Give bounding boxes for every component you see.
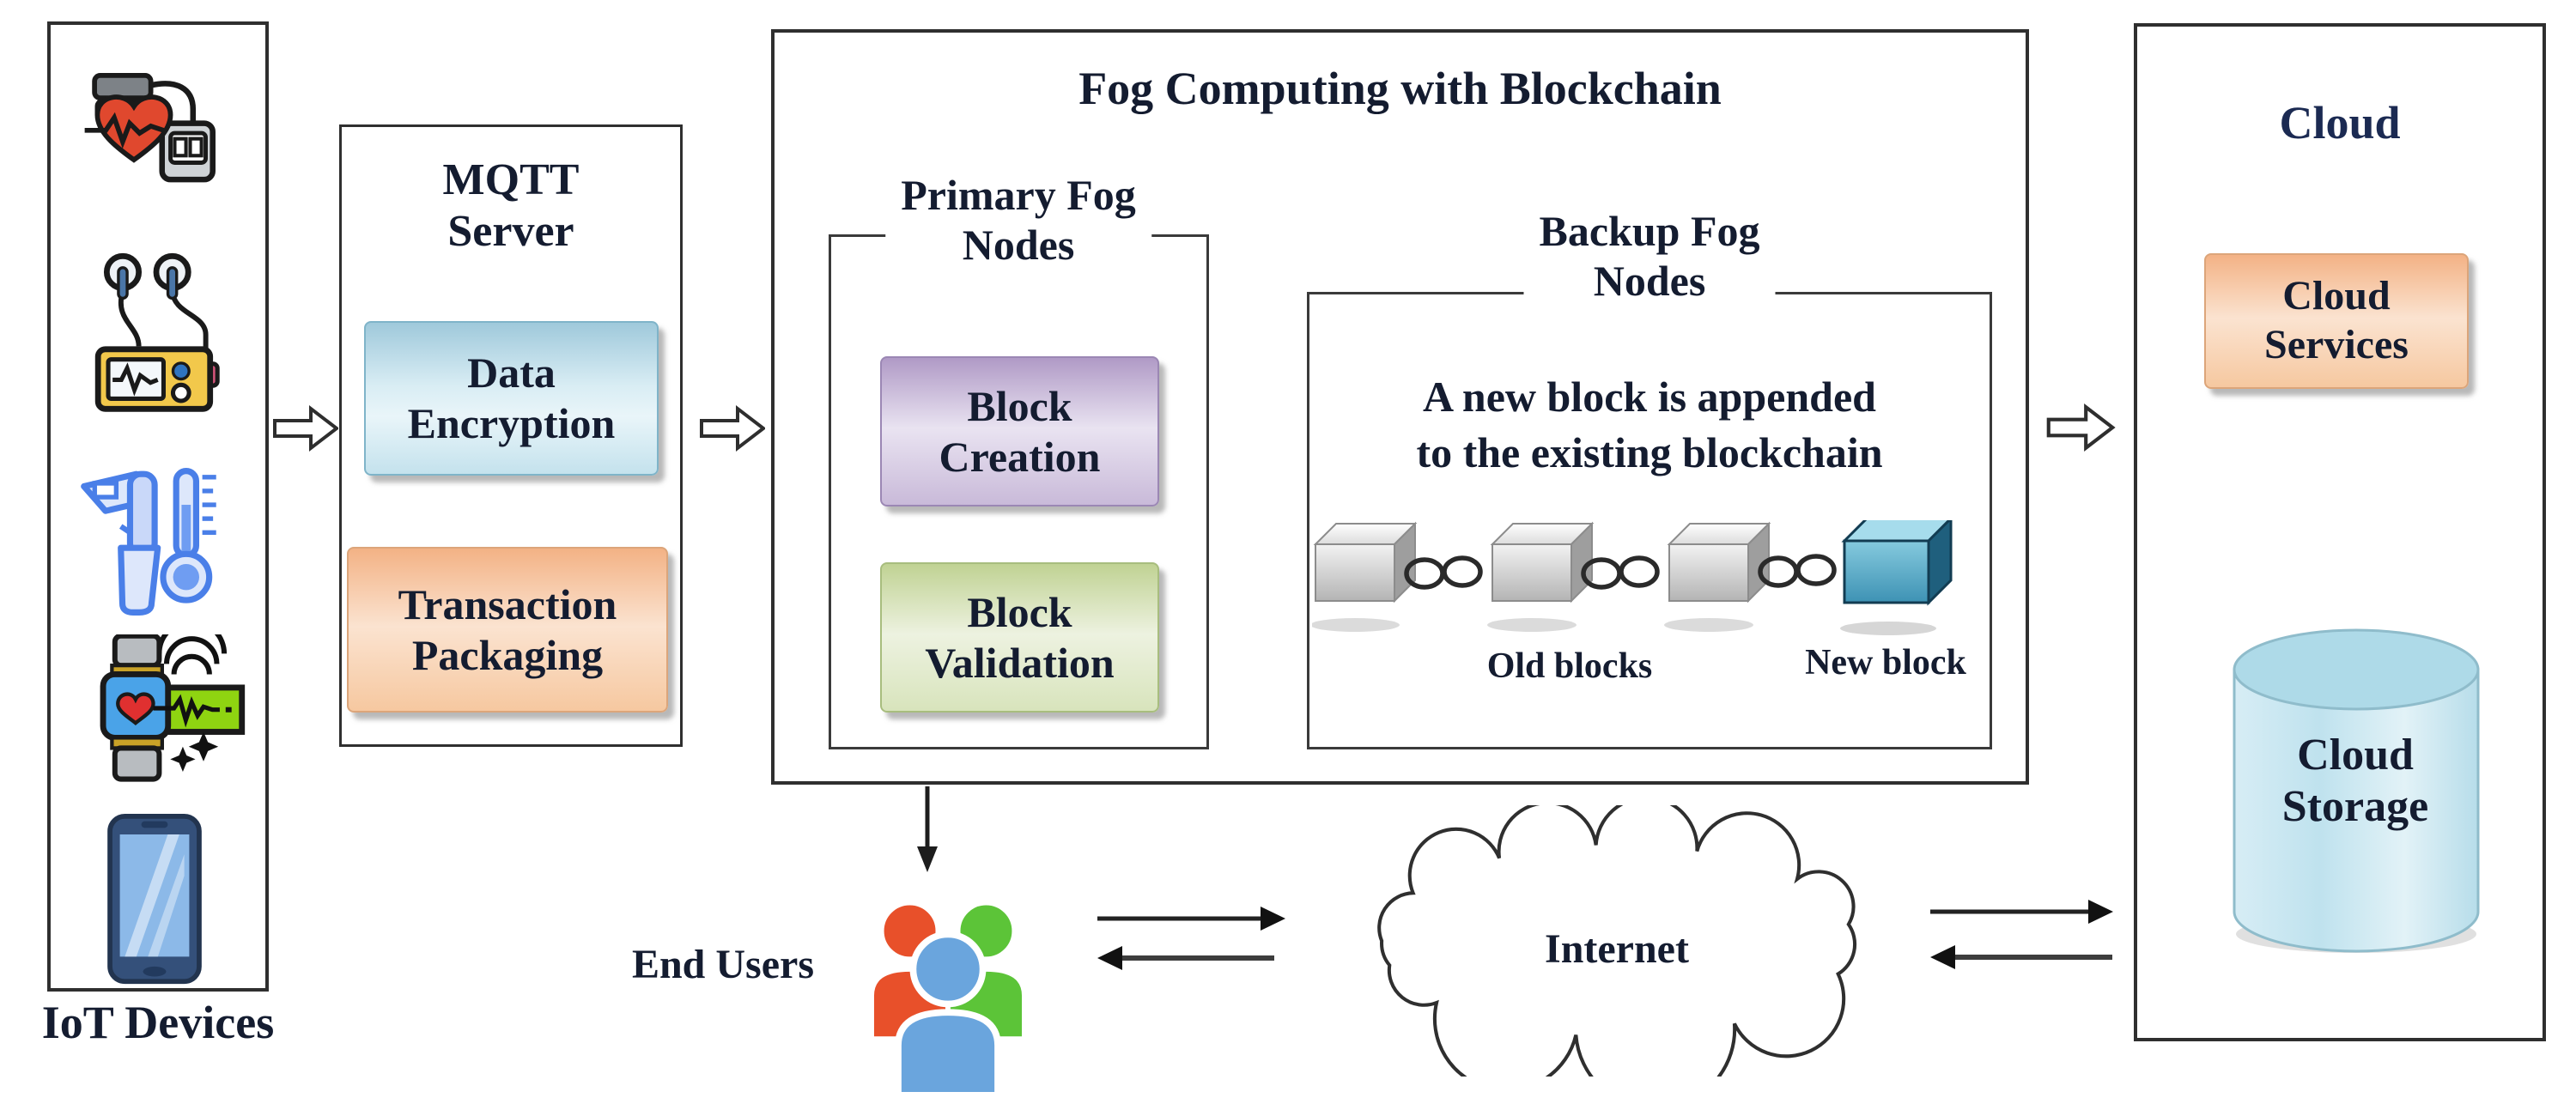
data-encryption-box: Data Encryption: [364, 321, 659, 476]
arrow-fog-to-users: [917, 786, 938, 872]
old-block-cube: [1664, 521, 1771, 632]
iot-devices-panel: [47, 21, 269, 992]
old-block-cube: [1487, 521, 1595, 632]
arrow-users-to-internet: [1097, 907, 1285, 931]
smartphone-icon: [107, 813, 202, 985]
arrow-cloud-to-internet: [1930, 945, 2112, 969]
portable-ecg-earbuds-icon: [94, 252, 220, 412]
end-users-icon: [869, 900, 1027, 1099]
primary-fog-nodes-title: Primary Fog Nodes: [885, 170, 1151, 270]
new-block-cube: [1840, 520, 1953, 635]
old-block-cube: [1312, 521, 1418, 632]
heart-rate-monitor-icon: [84, 73, 216, 183]
new-block-note: A new block is appended to the existing …: [1416, 373, 1883, 476]
fog-computing-title: Fog Computing with Blockchain: [1078, 63, 1722, 114]
block-validation-box: Block Validation: [880, 562, 1159, 713]
arrow-iot-to-mqtt: [273, 404, 338, 452]
transaction-packaging-box: Transaction Packaging: [347, 547, 668, 713]
arrow-fog-to-cloud: [2046, 403, 2116, 452]
iot-devices-label: IoT Devices: [41, 997, 275, 1048]
cloud-title: Cloud: [2279, 97, 2401, 149]
mqtt-server-title: MQTT Server: [442, 155, 580, 256]
arrow-internet-to-users: [1097, 946, 1274, 970]
backup-fog-nodes-group: [1307, 292, 1992, 749]
cloud-storage-cylinder: [2233, 628, 2480, 953]
arrow-internet-to-cloud: [1930, 900, 2113, 924]
backup-fog-nodes-title: Backup Fog Nodes: [1523, 206, 1776, 306]
old-blocks-label: Old blocks: [1486, 646, 1653, 686]
end-users-label: End Users: [631, 942, 815, 987]
blockchain-chain-icon: [1312, 520, 1953, 635]
internet-cloud-icon: [1377, 805, 1857, 1077]
thermometer-gun-icon: [81, 468, 216, 616]
cloud-storage-label: Cloud Storage: [2281, 731, 2429, 831]
chain-links-icon: [1404, 554, 1837, 590]
arrow-mqtt-to-fog: [700, 404, 765, 452]
new-block-label: New block: [1805, 643, 1966, 682]
block-creation-box: Block Creation: [880, 356, 1159, 506]
cloud-services-box: Cloud Services: [2204, 253, 2469, 389]
internet-label: Internet: [1545, 926, 1689, 972]
smartwatch-heart-icon: [100, 634, 246, 782]
